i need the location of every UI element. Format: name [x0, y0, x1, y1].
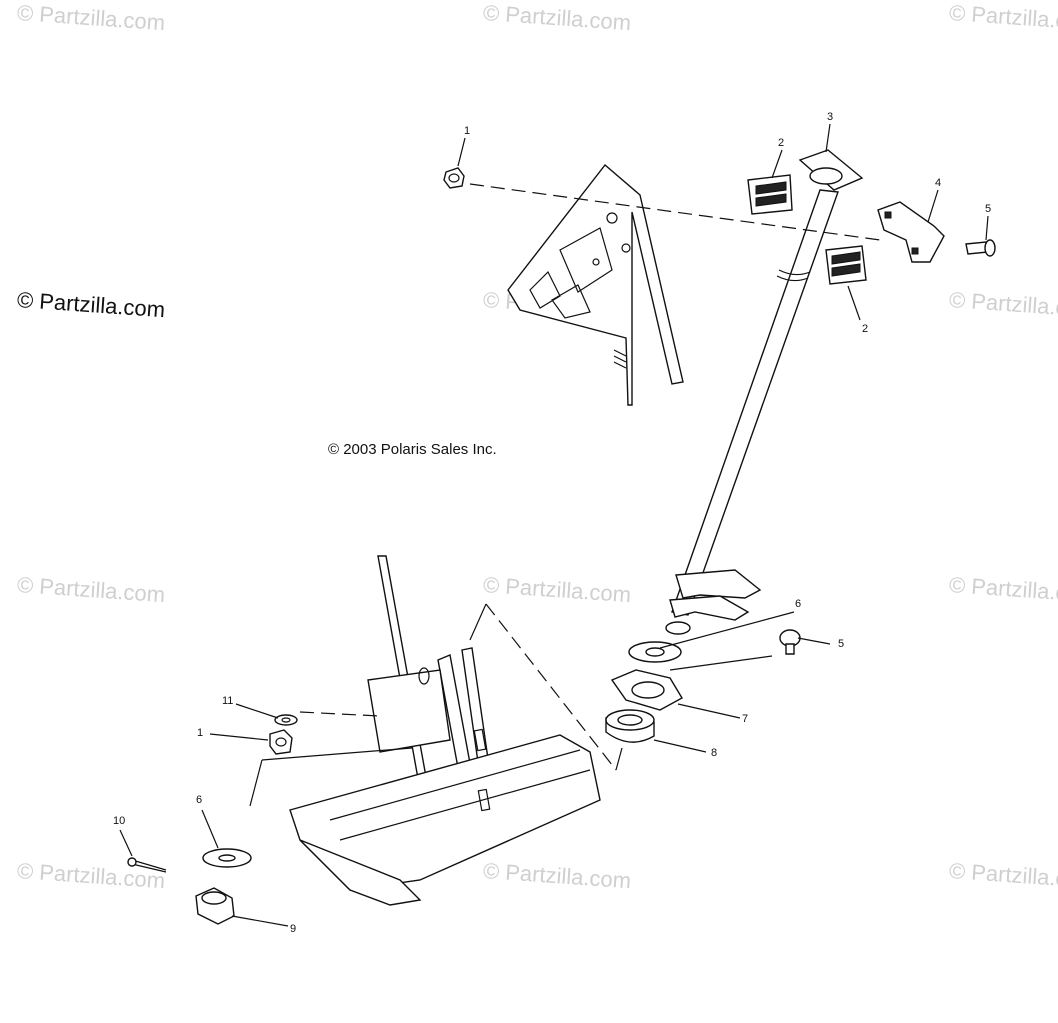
callout-8: 8 — [711, 747, 717, 759]
callout-4: 4 — [935, 177, 941, 189]
callout-labels: 1 2 3 4 5 2 6 5 7 8 11 1 6 10 9 — [113, 111, 991, 935]
callout-5-top: 5 — [985, 203, 991, 215]
callout-6-upper: 6 — [795, 598, 801, 610]
bushing-part-2-upper — [747, 174, 793, 215]
nut-part-1-top — [443, 167, 465, 189]
alignment-line — [299, 711, 381, 717]
washer-part-11 — [274, 714, 298, 726]
bolt-part-5-lower — [779, 629, 801, 655]
leader-line — [249, 759, 263, 807]
leader-line — [261, 747, 413, 761]
clamp-part-4 — [877, 201, 945, 263]
callout-1-top: 1 — [464, 125, 470, 137]
washer-part-6-lower — [202, 848, 252, 868]
callout-2-upper: 2 — [778, 137, 784, 149]
bushing-part-2-lower — [825, 245, 867, 285]
callout-leaders — [119, 123, 989, 927]
washer-part-6-upper — [628, 641, 682, 663]
nut-part-1-lower — [269, 729, 293, 755]
callout-7: 7 — [742, 713, 748, 725]
leader-line — [615, 747, 623, 771]
upper-frame-bracket — [507, 163, 684, 406]
leader-line — [669, 655, 773, 671]
callout-6-lower: 6 — [196, 794, 202, 806]
bearing-part-8 — [605, 709, 655, 743]
callout-3: 3 — [827, 111, 833, 123]
callout-5-lower: 5 — [838, 638, 844, 650]
lower-frame — [289, 555, 601, 906]
steering-column — [665, 149, 864, 635]
callout-2-lower: 2 — [862, 323, 868, 335]
callout-10: 10 — [113, 815, 125, 827]
callout-9: 9 — [290, 923, 296, 935]
castle-nut-part-9 — [195, 887, 235, 925]
alignment-line — [469, 183, 881, 241]
leader-line — [469, 603, 487, 641]
callout-11: 11 — [222, 695, 233, 707]
copyright-notice: © 2003 Polaris Sales Inc. — [328, 441, 497, 458]
callout-1-lower: 1 — [197, 727, 203, 739]
flange-part-7 — [610, 669, 683, 711]
alignment-line — [485, 603, 617, 771]
cotter-pin-part-10 — [127, 857, 167, 873]
bolt-part-5-top — [965, 239, 996, 257]
